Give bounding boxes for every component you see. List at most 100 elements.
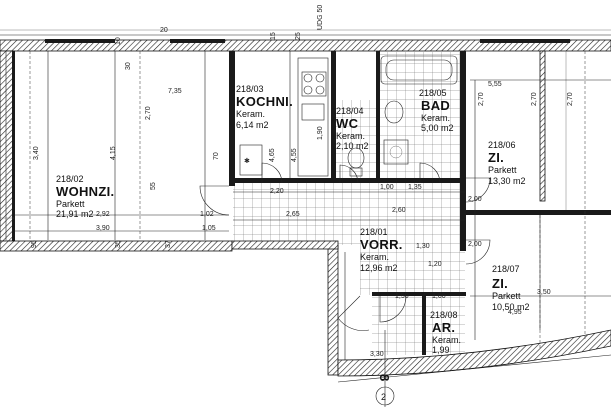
dimension-label: 35 — [115, 240, 122, 248]
exterior-wall-left — [0, 50, 15, 242]
room-name: WC — [336, 116, 359, 131]
room-label-ar: 218/08 AR. Keram. 1,99 — [430, 310, 461, 355]
dimension-label: 4,15 — [110, 146, 117, 160]
door-swing-wohnzi — [199, 185, 230, 216]
bad-tile-floor — [376, 52, 460, 178]
dimension-label: 55 — [150, 182, 157, 190]
room-area: 5,00 m2 — [421, 123, 454, 133]
dimension-label: 3,40 — [33, 146, 40, 160]
dimension-label: 3,50 — [537, 289, 551, 296]
stove — [301, 71, 327, 97]
dimension-label: 1,50 — [395, 293, 409, 300]
room-label-vorr: 218/01 VORR. Keram. 12,96 m2 — [360, 227, 403, 273]
dimension-label: 1,90 — [317, 126, 324, 140]
room-number: 218/02 — [56, 174, 84, 184]
svg-text:✱: ✱ — [244, 157, 250, 165]
dimension-label: 4,55 — [291, 148, 298, 162]
dimension-label: 2,20 — [270, 188, 284, 195]
dimension-label: 70 — [213, 152, 220, 160]
exterior-wall-top — [0, 39, 611, 52]
dimension-label: 1,35 — [408, 184, 422, 191]
room-area: 1,99 — [432, 345, 450, 355]
dimension-label: 1,20 — [428, 261, 442, 268]
left-wall-inner — [12, 51, 15, 241]
room-area: 12,96 m2 — [360, 263, 398, 273]
room-number: 218/03 — [236, 84, 264, 94]
kitchen-counter — [297, 57, 329, 177]
dimension-label: 7,35 — [168, 88, 182, 95]
wall-zi06-zi07 — [466, 210, 611, 215]
room-floor: Keram. — [336, 131, 365, 141]
room-floor: Keram. — [421, 113, 450, 123]
wall-vertical-right — [539, 50, 546, 202]
door-swing-entry — [337, 295, 370, 331]
dimension-label: 3,90 — [96, 225, 110, 232]
axis-marker-circle — [375, 386, 395, 406]
dimension-label: 5,55 — [488, 81, 502, 88]
dimension-label: 1,30 — [416, 243, 430, 250]
door-swing-kochni — [261, 162, 283, 184]
wall-ar — [422, 295, 426, 355]
room-label-zi06: 218/06 ZI. Parkett 13,30 m2 — [488, 140, 526, 186]
dimension-label: 2,70 — [567, 92, 574, 106]
dimension-label: 4,65 — [269, 148, 276, 162]
burner-2 — [315, 73, 325, 83]
room-number: 218/04 — [336, 106, 364, 116]
room-name: KOCHNI. — [236, 94, 293, 109]
dimension-label: 30 — [125, 62, 132, 70]
room-floor: Parkett — [488, 165, 517, 175]
room-area: 13,30 m2 — [488, 176, 526, 186]
dimension-label: 25 — [295, 32, 302, 40]
dimension-label: 1,00 — [432, 293, 446, 300]
bathtub — [380, 55, 458, 85]
burner-3 — [303, 85, 313, 95]
dimension-label: 3,30 — [370, 351, 384, 358]
room-label-bad: 218/05 BAD Keram. 5,00 m2 — [419, 88, 454, 133]
room-name: ZI. — [488, 150, 504, 165]
axis-marker-number: 2 — [381, 392, 386, 402]
wall-step-horizontal — [231, 240, 339, 250]
room-number: 218/01 — [360, 227, 388, 237]
room-name: VORR. — [360, 237, 403, 252]
dimension-label: 2,60 — [392, 207, 406, 214]
room-floor: Keram. — [236, 109, 265, 119]
room-area: 10,50 m2 — [492, 302, 530, 312]
room-floor: Parkett — [492, 291, 521, 301]
room-label-wohnzi: 218/02 WOHNZI. Parkett 21,91 m2 — [56, 174, 114, 219]
wall-kochni-wc — [331, 51, 336, 183]
window-opening-1 — [45, 39, 115, 43]
dimension-label: 37 — [165, 240, 172, 248]
burner-1 — [303, 73, 313, 83]
room-area: 6,14 m2 — [236, 120, 269, 130]
room-number: 218/06 — [488, 140, 516, 150]
washbasin — [384, 100, 404, 124]
burner-4 — [315, 85, 325, 95]
room-name: AR. — [432, 320, 455, 335]
room-number: 218/07 — [492, 264, 520, 274]
room-name: ZI. — [492, 276, 508, 291]
window-opening-2 — [170, 39, 225, 43]
window-opening-3 — [480, 39, 570, 43]
dimension-label: 1,05 — [202, 225, 216, 232]
dimension-label: 10 — [115, 37, 122, 45]
room-label-wc: 218/04 WC Keram. 2,10 m2 — [336, 106, 369, 151]
dimension-label: 2,65 — [286, 211, 300, 218]
wall-wc-bottom — [336, 178, 460, 183]
room-floor: Parkett — [56, 199, 85, 209]
dimension-label: 1,02 — [200, 211, 214, 218]
room-label-kochni: 218/03 KOCHNI. Keram. 6,14 m2 — [236, 84, 293, 130]
exterior-wall-curved — [337, 329, 611, 377]
dimension-label: 20 — [160, 27, 168, 34]
room-floor: Keram. — [432, 335, 461, 345]
room-number: 218/08 — [430, 310, 458, 320]
room-area: 2,10 m2 — [336, 141, 369, 151]
door-swing-ar — [379, 295, 407, 323]
wall-wohnzi-kochni — [229, 51, 235, 186]
door-swing-zi07 — [465, 239, 491, 265]
room-name: BAD — [421, 98, 450, 113]
dimension-label: 1,00 — [380, 184, 394, 191]
vorr-tile-floor — [233, 183, 465, 245]
wall-wc-bad — [376, 51, 380, 183]
dimension-label: 2,70 — [531, 92, 538, 106]
